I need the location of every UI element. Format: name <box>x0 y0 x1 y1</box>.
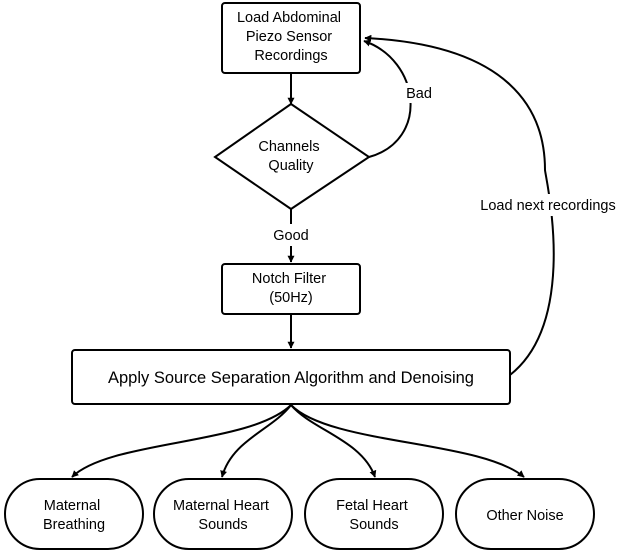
load-line-3: Recordings <box>254 48 327 64</box>
good-label-bg <box>262 224 320 246</box>
fh-line-1: Fetal Heart <box>336 498 408 514</box>
notch-line-1: Notch Filter <box>252 271 326 287</box>
notch-filter-label: Notch Filter (50Hz) <box>252 271 330 306</box>
quality-line-1: Channels <box>258 139 319 155</box>
load-line-2: Piezo Sensor <box>246 29 332 45</box>
notch-filter-box <box>221 263 361 315</box>
output-maternal-heart <box>153 478 293 550</box>
channels-quality-label: Channels Quality <box>258 139 323 174</box>
output-other-noise <box>455 478 595 550</box>
output-other-noise-label: Other Noise <box>486 508 563 524</box>
good-label: Good <box>273 228 308 244</box>
edge-to-maternal-breathing <box>71 404 292 478</box>
output-fetal-heart <box>304 478 444 550</box>
load-line-1: Load Abdominal <box>237 10 341 26</box>
bad-label-bg <box>398 83 440 103</box>
mb-line-2: Breathing <box>43 517 105 533</box>
bad-label: Bad <box>406 86 432 102</box>
mh-line-1: Maternal Heart <box>173 498 269 514</box>
mb-line-1: Maternal <box>44 498 100 514</box>
mh-line-2: Sounds <box>198 517 247 533</box>
source-separation-box <box>71 349 511 405</box>
next-label-bg <box>470 194 624 216</box>
fh-line-2: Sounds <box>349 517 398 533</box>
edge-to-other-noise <box>290 404 525 478</box>
load-recordings-box <box>221 2 361 74</box>
channels-quality-diamond <box>213 102 371 211</box>
notch-line-2: (50Hz) <box>269 290 313 306</box>
output-fetal-heart-label: Fetal Heart Sounds <box>336 498 412 533</box>
output-maternal-breathing-label: Maternal Breathing <box>43 498 105 533</box>
load-next-label: Load next recordings <box>480 198 615 214</box>
edge-load-next-loop <box>364 34 555 376</box>
edge-to-maternal-heart <box>220 404 292 478</box>
quality-line-2: Quality <box>268 158 314 174</box>
output-maternal-breathing <box>4 478 144 550</box>
output-maternal-heart-label: Maternal Heart Sounds <box>173 498 273 533</box>
load-recordings-label: Load Abdominal Piezo Sensor Recordings <box>237 10 345 64</box>
edge-to-fetal-heart <box>290 404 377 478</box>
source-separation-label: Apply Source Separation Algorithm and De… <box>108 369 474 387</box>
